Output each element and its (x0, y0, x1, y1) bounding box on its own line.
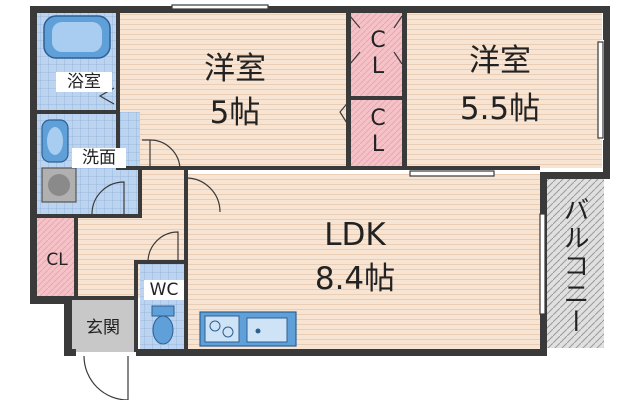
door-swings (83, 15, 403, 400)
hall-upper-floor (118, 168, 186, 178)
western-room-1-size: 5帖 (209, 95, 261, 131)
balcony-floor (546, 178, 604, 348)
ldk-name: LDK (324, 217, 386, 253)
closet-left-floor (36, 216, 78, 298)
ldk-size: 8.4帖 (314, 261, 396, 297)
washing-machine-icon (41, 167, 77, 203)
bathroom-label: 浴室 (56, 72, 112, 92)
kitchen-counter-icon (199, 311, 297, 347)
closet-mid-label: C L (370, 106, 386, 157)
washbasin-icon (41, 119, 69, 163)
closet-left-label: CL (46, 250, 68, 270)
toilet-icon (151, 305, 175, 345)
western-room-1-name: 洋室 (204, 51, 266, 87)
closet-top-label: C L (370, 28, 386, 79)
western-room-2-floor (406, 12, 602, 168)
bathtub-icon (43, 15, 111, 59)
balcony-label: バルコニー (559, 196, 589, 336)
washroom-label: 洗面 (72, 148, 126, 168)
western-room-2-name: 洋室 (469, 43, 531, 79)
entrance-label: 玄関 (86, 318, 120, 338)
windows (171, 4, 604, 315)
western-room-2-size: 5.5帖 (459, 91, 541, 127)
closet-mid-floor (350, 98, 406, 168)
entrance-floor (70, 298, 136, 352)
western-room-1-floor (118, 12, 350, 168)
toilet-label: WC (144, 280, 184, 300)
